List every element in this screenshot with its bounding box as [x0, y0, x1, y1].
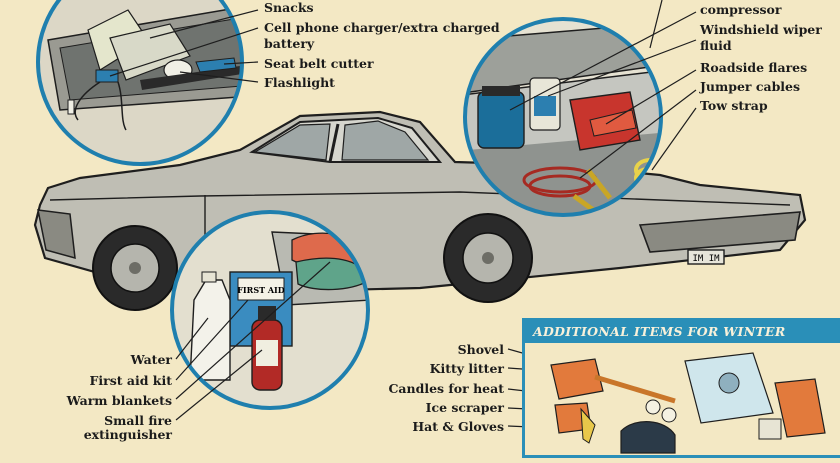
label-warm-blankets: Warm blankets: [66, 393, 172, 408]
label-phone-charger-line2: battery: [264, 36, 315, 51]
label-fire-extinguisher-line2: extinguisher: [83, 427, 172, 442]
label-wiper-fluid-line1: Windshield wiper: [700, 22, 822, 37]
label-wiper-fluid-line2: fluid: [700, 38, 732, 53]
illustration: IM IM: [33, 0, 807, 431]
air-compressor-shape: [477, 91, 525, 149]
label-phone-charger-line1: Cell phone charger/extra charged: [264, 20, 500, 35]
front-wheel: [92, 225, 178, 311]
winter-items-box: ADDITIONAL ITEMS FOR WINTER: [522, 318, 840, 458]
label-tow-strap: Tow strap: [700, 98, 768, 113]
label-kitty-litter: Kitty litter: [429, 361, 504, 376]
candle-shape: [645, 399, 661, 415]
backseat-inset: FIRST AID: [170, 210, 370, 421]
first-aid-box-text: FIRST AID: [237, 285, 285, 295]
label-snacks: Snacks: [264, 0, 314, 15]
hat-gloves-shape: [620, 421, 676, 454]
license-plate: [687, 249, 725, 265]
label-ice-scraper: Ice scraper: [425, 400, 504, 415]
label-compressor: compressor: [700, 2, 782, 17]
label-fire-extinguisher-line1: Small fire: [104, 413, 172, 428]
winter-items-drawing: [550, 352, 826, 454]
label-hat-gloves: Hat & Gloves: [412, 419, 504, 434]
label-seat-belt-cutter: Seat belt cutter: [264, 56, 374, 71]
label-flashlight: Flashlight: [264, 75, 335, 90]
label-jumper-cables: Jumper cables: [700, 79, 801, 94]
rear-wheel: [443, 213, 533, 303]
phone-charger-shape: [95, 69, 119, 83]
seat-belt-cutter-shape: [195, 57, 237, 73]
license-plate-text: IM IM: [692, 254, 720, 264]
label-first-aid-kit: First aid kit: [89, 373, 173, 388]
shovel-shape: [550, 358, 604, 400]
label-shovel: Shovel: [457, 342, 504, 357]
winter-items-title: ADDITIONAL ITEMS FOR WINTER: [525, 321, 840, 343]
label-roadside-flares: Roadside flares: [700, 60, 808, 75]
label-candles: Candles for heat: [388, 381, 504, 396]
glovebox-inset: [36, 0, 259, 166]
label-water: Water: [130, 352, 172, 367]
